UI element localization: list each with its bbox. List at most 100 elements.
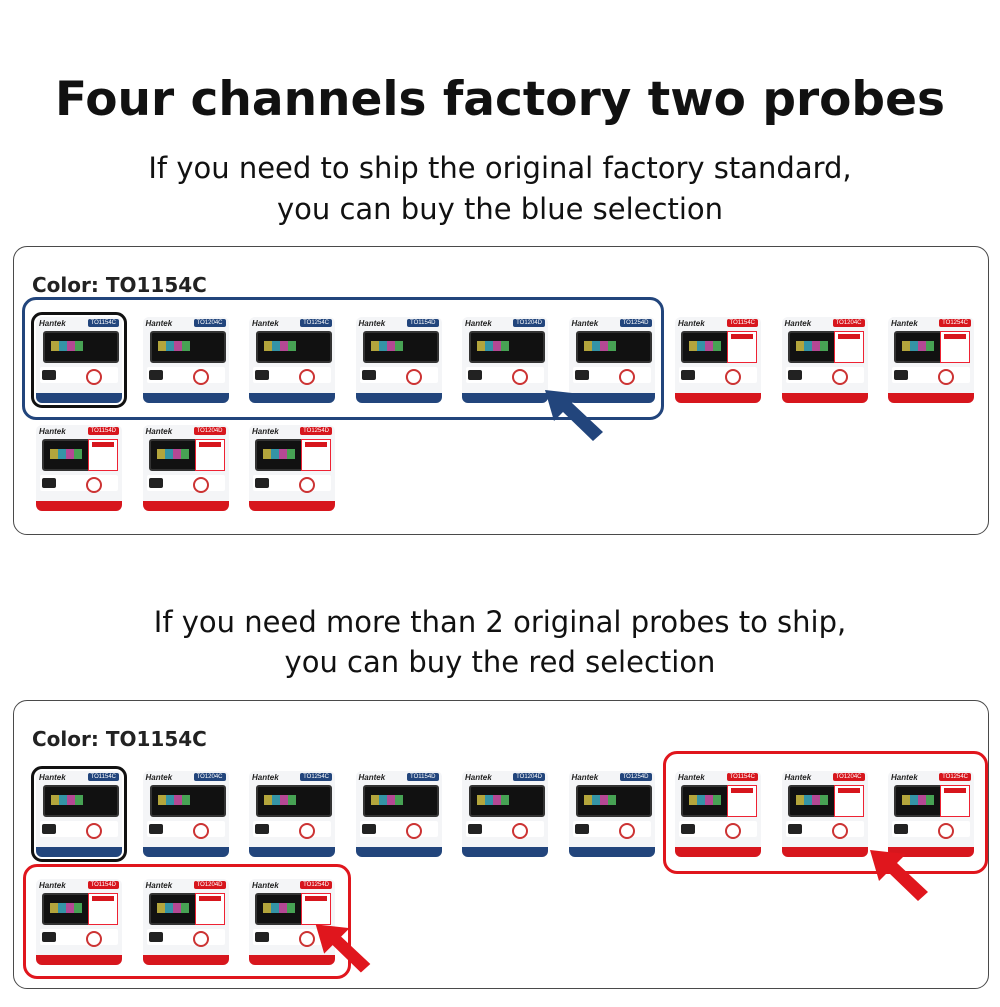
brand-label: Hantek bbox=[145, 427, 173, 436]
accessories-image bbox=[359, 367, 438, 385]
brand-label: Hantek bbox=[145, 881, 173, 890]
red-selection-highlight-bottom bbox=[23, 864, 351, 979]
model-badge: TO1154C bbox=[726, 319, 758, 327]
arrow-pointer-icon bbox=[315, 924, 371, 973]
variant-option-tile[interactable]: Hantek TO1154D bbox=[36, 425, 122, 511]
tile-color-bar bbox=[249, 393, 335, 403]
brand-label: Hantek bbox=[39, 319, 66, 328]
brand-label: Hantek bbox=[678, 319, 705, 328]
append-probes-image bbox=[940, 331, 970, 363]
page-title: Four channels factory two probes bbox=[55, 72, 945, 127]
oscilloscope-image bbox=[43, 785, 119, 817]
model-badge: TO1254D bbox=[300, 427, 332, 435]
tile-color-bar bbox=[781, 847, 868, 857]
brand-label: Hantek bbox=[784, 319, 812, 328]
oscilloscope-image bbox=[894, 331, 944, 363]
tile-color-bar bbox=[568, 847, 655, 857]
oscilloscope-image bbox=[255, 893, 305, 925]
append-probes-image bbox=[727, 785, 757, 817]
accessories-image bbox=[146, 475, 225, 493]
model-badge: TO1254C bbox=[300, 773, 332, 781]
oscilloscope-image bbox=[255, 439, 305, 471]
brand-label: Hantek bbox=[465, 773, 492, 782]
oscilloscope-image bbox=[42, 439, 92, 471]
brand-label: Hantek bbox=[252, 427, 279, 436]
color-label: Color: TO1154C bbox=[32, 727, 207, 751]
accessories-image bbox=[253, 367, 331, 385]
section2-line1: If you need more than 2 original probes … bbox=[153, 605, 847, 639]
oscilloscope-image bbox=[256, 331, 332, 363]
variant-option-tile[interactable]: Hantek TO1204D bbox=[142, 879, 229, 965]
brand-label: Hantek bbox=[571, 773, 599, 782]
model-badge: TO1204C bbox=[832, 773, 865, 781]
append-probes-image bbox=[833, 785, 864, 817]
accessories-image bbox=[146, 821, 225, 839]
tile-color-bar bbox=[142, 501, 229, 511]
oscilloscope-image bbox=[43, 331, 119, 363]
accessories-image bbox=[253, 821, 331, 839]
brand-label: Hantek bbox=[571, 319, 599, 328]
model-badge: TO1204C bbox=[193, 773, 226, 781]
tile-color-bar bbox=[888, 393, 974, 403]
accessories-image bbox=[359, 821, 438, 839]
oscilloscope-image bbox=[575, 331, 652, 363]
accessories-image bbox=[785, 367, 864, 385]
oscilloscope-image bbox=[256, 785, 332, 817]
accessories-image bbox=[40, 475, 118, 493]
accessories-image bbox=[253, 929, 331, 947]
accessories-image bbox=[679, 821, 757, 839]
accessories-image bbox=[40, 367, 118, 385]
oscilloscope-image bbox=[469, 785, 545, 817]
color-label: Color: TO1154C bbox=[32, 273, 207, 297]
tile-color-bar bbox=[249, 955, 335, 965]
tile-color-bar bbox=[142, 393, 229, 403]
model-badge: TO1204C bbox=[193, 319, 226, 327]
oscilloscope-image bbox=[469, 331, 545, 363]
accessories-image bbox=[892, 821, 970, 839]
tile-color-bar bbox=[36, 501, 122, 511]
variant-option-tile[interactable]: Hantek TO1154C bbox=[675, 317, 761, 403]
brand-label: Hantek bbox=[465, 319, 492, 328]
section1-line1: If you need to ship the original factory… bbox=[148, 151, 852, 185]
accessories-image bbox=[466, 821, 544, 839]
accessories-image bbox=[40, 821, 118, 839]
red-selection-highlight-top bbox=[663, 751, 988, 874]
model-badge: TO1154D bbox=[407, 319, 439, 327]
model-badge: TO1204D bbox=[193, 881, 226, 889]
accessories-image bbox=[679, 367, 757, 385]
model-badge: TO1154D bbox=[87, 427, 119, 435]
brand-label: Hantek bbox=[39, 427, 66, 436]
accessories-image bbox=[146, 929, 225, 947]
tile-color-bar bbox=[355, 847, 442, 857]
accessories-image bbox=[892, 367, 970, 385]
section1-line2: you can buy the blue selection bbox=[276, 192, 724, 226]
tile-color-bar bbox=[36, 393, 122, 403]
variant-option-tile[interactable]: Hantek TO1254D bbox=[249, 425, 335, 511]
tile-color-bar bbox=[462, 393, 548, 403]
accessories-image bbox=[466, 367, 544, 385]
brand-label: Hantek bbox=[358, 773, 386, 782]
model-badge: TO1154D bbox=[87, 881, 119, 889]
tile-color-bar bbox=[462, 847, 548, 857]
